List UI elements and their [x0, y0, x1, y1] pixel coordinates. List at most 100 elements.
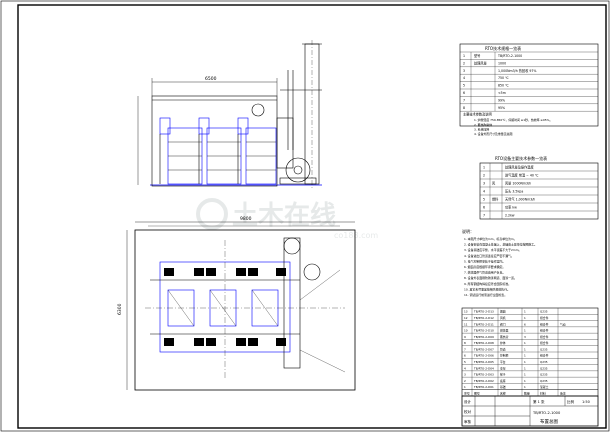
- note-line: 4. 设备进出口管道连接应严密不漏气。: [464, 253, 514, 258]
- bom-cell: 组合件: [540, 316, 549, 320]
- note-line: 2. 设备安装在混凝土基础上，基础由土建单位按图施工。: [464, 242, 537, 247]
- bom-cell: 4: [464, 366, 466, 370]
- note-line: 3. 设备基础应平整，水平误差不大于2mm。: [464, 247, 521, 252]
- bom-cell: 3: [464, 373, 466, 377]
- bom-cell: 平台: [500, 360, 506, 364]
- table2-cell-value: 压头 3.5kpa: [505, 188, 523, 193]
- bom-cell: Q235: [540, 310, 548, 314]
- plan-fan: [303, 263, 321, 281]
- bom-cell: TB/RTO-2-D12: [473, 316, 494, 320]
- bom-cell: 阀门: [500, 322, 506, 326]
- bom-cell: 基础: [500, 385, 506, 389]
- table2-cell-value: 进气温度 常温 ~ 40 ℃: [505, 172, 539, 177]
- plan-valve-blocks: [164, 268, 286, 346]
- watermark: 土木在线 co188.com: [196, 198, 378, 240]
- note-line: 10. 其它未尽事宜按相关规范执行。: [464, 286, 510, 291]
- plan-foundation: [134, 229, 356, 391]
- table2-cell-value: 处理风量及操作温度: [505, 164, 534, 169]
- watermark-url: co188.com: [334, 231, 378, 240]
- valve-2: [198, 117, 210, 135]
- watermark-text: 土木在线: [232, 201, 336, 231]
- bom-cell: TB/RTO-2-D01: [473, 385, 494, 389]
- table1-note: 1. 炉膛温度 750-850℃，停留时间 ≥1秒，热效率 ≥95%。: [474, 117, 552, 122]
- leader-2: [299, 349, 346, 373]
- bom-cell: 1: [524, 347, 526, 351]
- bom-header-cell: 序号: [464, 390, 470, 395]
- bom-cell: Q235: [540, 379, 548, 383]
- bom-cell: 支架: [500, 366, 506, 370]
- bom-cell: 3: [524, 335, 526, 339]
- bom-cell: 1: [524, 385, 526, 389]
- bom-cell: 管道: [500, 347, 506, 351]
- table2-title: RTO设备主要技术参数一览表: [495, 155, 547, 161]
- sheet-number: 第 1 张: [533, 399, 545, 404]
- bom-cell: 蓄热室: [500, 335, 509, 339]
- bom-cell: TB/RTO-2-D03: [473, 373, 494, 377]
- bom-cell: 1: [524, 354, 526, 358]
- bom-cell: 组合件: [540, 354, 549, 358]
- drawing-number: TB/RTO-2-1000: [532, 411, 561, 415]
- table1-cell-index: 4: [463, 76, 465, 80]
- elevation-width-dim: 6500: [205, 76, 217, 82]
- scale-label: 比例: [567, 399, 575, 404]
- bom-cell: TB/RTO-2-D07: [473, 347, 494, 351]
- bom-cell: 控制柜: [500, 354, 509, 358]
- table1-section-label: 主要技术参数及说明: [463, 112, 492, 117]
- bom-cell: 8: [464, 341, 466, 345]
- plan-width-dim: 9800: [240, 216, 252, 222]
- drawing-title: 布置总图: [540, 418, 558, 425]
- plan-view: 9800 6300: [117, 216, 356, 391]
- watermark-logo: [196, 198, 228, 230]
- bom-cell: 混凝土: [540, 385, 549, 389]
- bom-cell: 风机: [500, 316, 506, 320]
- fan-hub: [293, 165, 303, 175]
- bom-cell: 底座: [500, 379, 506, 383]
- table2-cell-index: 4: [483, 189, 485, 193]
- table1-cell-index: 6: [463, 91, 465, 95]
- table1-cell-index: 5: [463, 84, 465, 88]
- bom-header-cell: 数量: [524, 390, 530, 395]
- bom-cell: 气动: [560, 322, 566, 326]
- designer-label: 设计: [464, 399, 472, 404]
- table1-cell-index: 3: [463, 69, 465, 73]
- bom-cell: TB/RTO-2-D04: [473, 366, 494, 370]
- table1-note: 4. 设备外形尺寸及重量见总图: [474, 131, 512, 136]
- bom-cell: 组合件: [540, 322, 549, 326]
- table2-cell-index: 5: [483, 197, 485, 201]
- table1-cell-value: 1000: [498, 61, 506, 65]
- bom-cell: 6: [464, 354, 466, 358]
- bom-cell: 组合件: [540, 329, 549, 333]
- notes-lines: 1. 本图尺寸单位为mm，标高单位为m。2. 设备安装在混凝土基础上，基础由土建…: [464, 236, 537, 297]
- table2-cell-index: 2: [483, 173, 485, 177]
- notes-heading: 说明：: [462, 228, 474, 234]
- table2-cell-value: 功率 kw: [505, 204, 517, 209]
- table1-cell-value: 1,000Nm3/h 热回收 97%: [498, 68, 536, 73]
- plan-duct: [283, 237, 301, 369]
- table1-cell-index: 2: [463, 61, 465, 65]
- bom-cell: 1: [524, 329, 526, 333]
- bom-cell: TB/RTO-2-D11: [473, 322, 494, 326]
- table1-cell-label: 处理风量: [474, 60, 488, 65]
- bom-cell: TB/RTO-2-D09: [473, 335, 494, 339]
- bom-cell: 1: [524, 379, 526, 383]
- bom-cell: TB/RTO-2-D06: [473, 354, 494, 358]
- table2-cell-value: 2.2kw: [505, 213, 515, 217]
- bom-cell: 13: [464, 310, 468, 314]
- table2-cell-index: 3: [483, 181, 485, 185]
- table1-note: 2. 蓄热陶瓷体: [474, 122, 492, 127]
- table2-frame: [479, 162, 599, 220]
- table2-cell-value: 天然气 1,000Nm3/h: [505, 196, 535, 201]
- title-block: 设计 校对 审核 比例 1:50 TB/RTO-2-1000 布置总图 第 1 …: [461, 395, 599, 427]
- bom-cell: 1: [464, 385, 466, 389]
- bom-cell: 1: [524, 341, 526, 345]
- bom-cell: 10: [464, 329, 468, 333]
- bom-cell: Q235: [540, 347, 548, 351]
- table2-cell-index: 7: [483, 213, 485, 217]
- bom-header-cell: 备注: [560, 390, 566, 395]
- fan-base: [279, 177, 317, 185]
- bom-cell: 1: [524, 373, 526, 377]
